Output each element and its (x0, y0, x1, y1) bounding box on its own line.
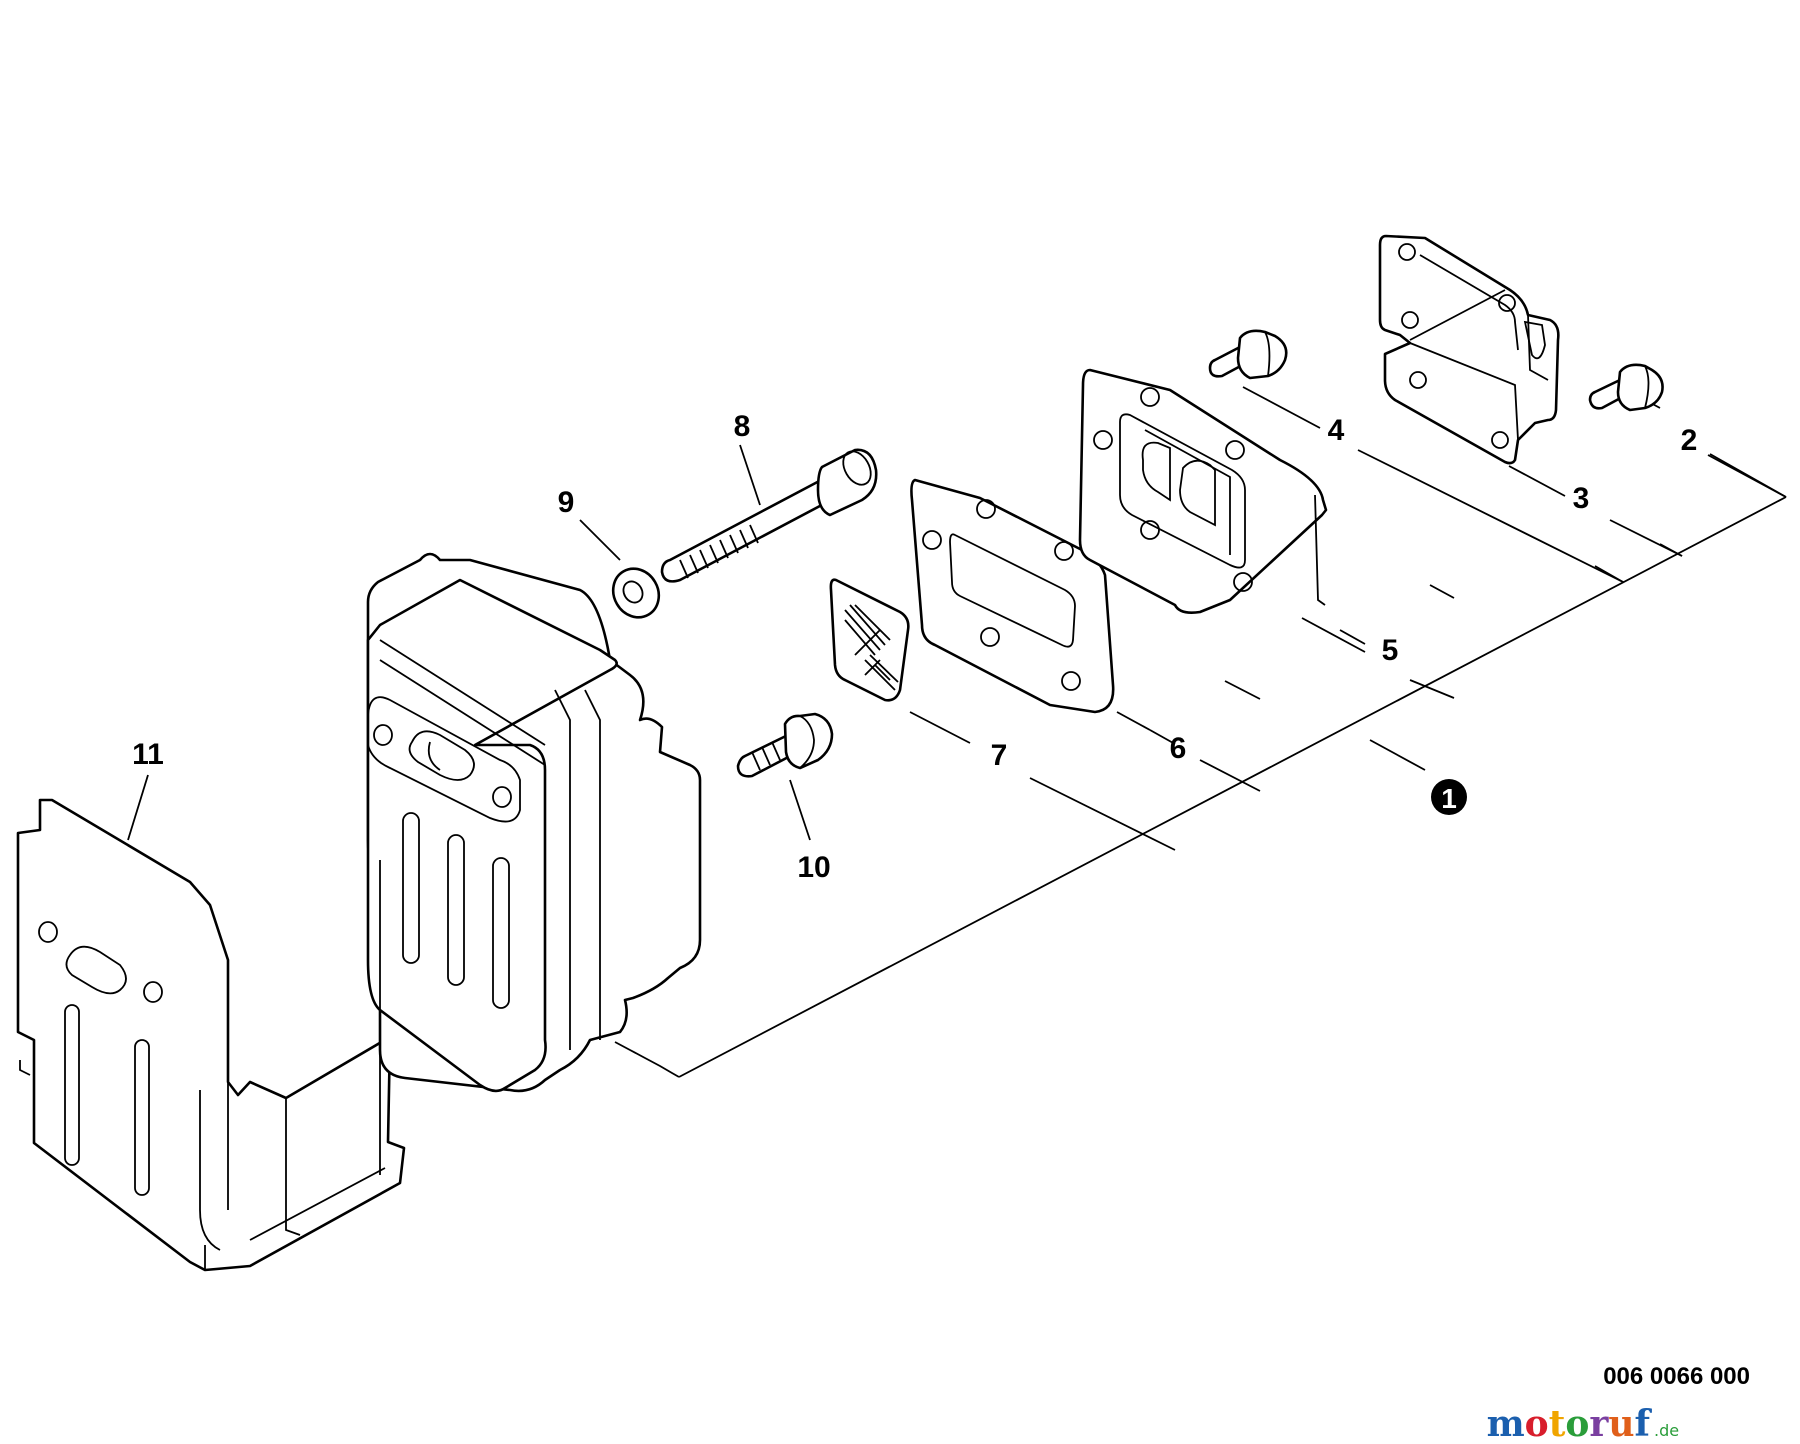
heat-shield-part (16, 798, 406, 1272)
callout-labels: 1 2 3 4 5 6 7 8 9 10 11 (132, 410, 1697, 884)
svg-text:1: 1 (1441, 783, 1457, 814)
short-bolt-part (736, 712, 834, 778)
screw-part-4 (1208, 329, 1288, 380)
callout-4[interactable]: 4 (1328, 414, 1345, 447)
part-leader-lines (127, 386, 1787, 851)
callout-5[interactable]: 5 (1382, 634, 1399, 667)
callout-2[interactable]: 2 (1681, 424, 1698, 457)
callout-9[interactable]: 9 (558, 486, 575, 519)
callout-3[interactable]: 3 (1573, 482, 1590, 515)
watermark-text: motoruf (1487, 1403, 1653, 1444)
washer-part (611, 567, 661, 619)
callout-6[interactable]: 6 (1170, 732, 1187, 765)
callout-11[interactable]: 11 (132, 738, 164, 771)
callout-1[interactable]: 1 (1431, 779, 1467, 815)
watermark-logo: motoruf .de (1487, 1403, 1680, 1444)
muffler-plate-part (1078, 368, 1328, 614)
callout-10[interactable]: 10 (797, 851, 830, 884)
long-bolt-part (660, 448, 878, 583)
watermark-suffix: .de (1654, 1421, 1679, 1440)
callout-8[interactable]: 8 (734, 410, 751, 443)
callout-7[interactable]: 7 (991, 739, 1008, 772)
bracket-part (1378, 234, 1560, 465)
drawing-code: 006 0066 000 (1603, 1363, 1750, 1390)
assembly-bracket-lines (614, 454, 1787, 1078)
screen-part (829, 578, 910, 702)
screw-part-2 (1588, 363, 1664, 412)
muffler-body (366, 551, 721, 1093)
